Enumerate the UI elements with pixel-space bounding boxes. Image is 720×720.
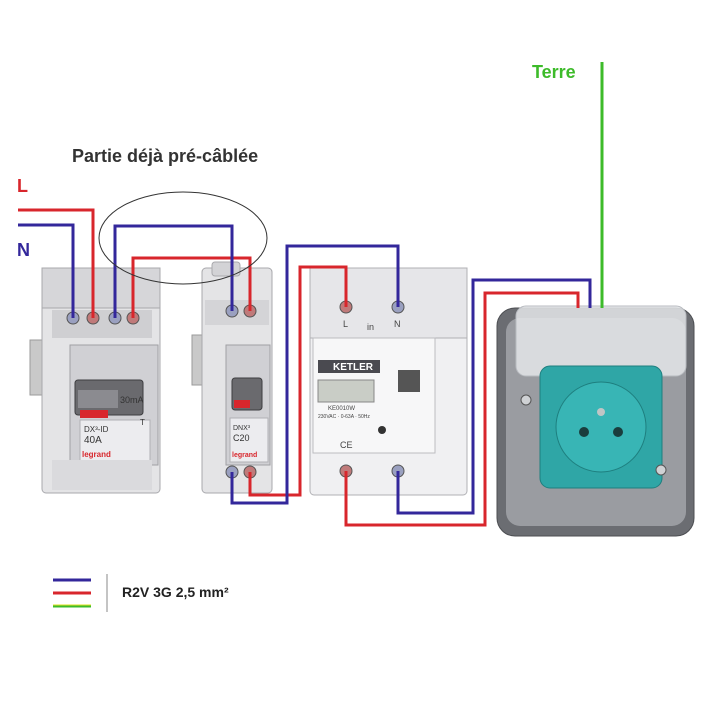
- circuit-breaker: DNX³ C20 legrand: [191, 261, 273, 494]
- breaker-model-text: DNX³: [233, 425, 251, 432]
- weatherproof-socket: [496, 305, 695, 537]
- meter-terminal-in-text: in: [367, 322, 374, 332]
- breaker-brand-text: legrand: [232, 452, 257, 459]
- meter-terminal-l-text: L: [343, 319, 348, 329]
- meter-spec-text: 230VAC · 0-63A · 50Hz: [318, 414, 370, 420]
- differential-rating-text: 40A: [84, 435, 102, 446]
- phase-label: L: [17, 176, 28, 196]
- wire-neutral: [18, 223, 592, 515]
- differential-brand-text: legrand: [82, 450, 111, 459]
- prewired-ellipse: [98, 191, 268, 285]
- legend: [53, 574, 108, 612]
- breaker-rating-text: C20: [233, 433, 250, 443]
- meter-model-text: KE0010W: [328, 406, 355, 412]
- differential-sensitivity-text: 30mA: [120, 395, 144, 405]
- energy-meter: KETLER KE0010W 230VAC · 0-63A · 50Hz CE …: [309, 267, 468, 496]
- legend-cable-text: R2V 3G 2,5 mm²: [122, 584, 229, 600]
- meter-brand-text: KETLER: [333, 362, 374, 373]
- differential-top-terminals: [66, 311, 140, 325]
- differential-model-text: DX³-ID: [84, 425, 109, 434]
- meter-terminal-n-text: N: [394, 319, 401, 329]
- neutral-label: N: [17, 240, 30, 260]
- differential-switch: DX³-ID 40A legrand 30mA T: [29, 267, 161, 494]
- differential-test-text: T: [140, 418, 145, 427]
- wire-phase: [18, 208, 580, 527]
- prewired-note: Partie déjà pré-câblée: [72, 146, 259, 166]
- earth-label: Terre: [532, 62, 576, 82]
- meter-ce-text: CE: [340, 440, 353, 450]
